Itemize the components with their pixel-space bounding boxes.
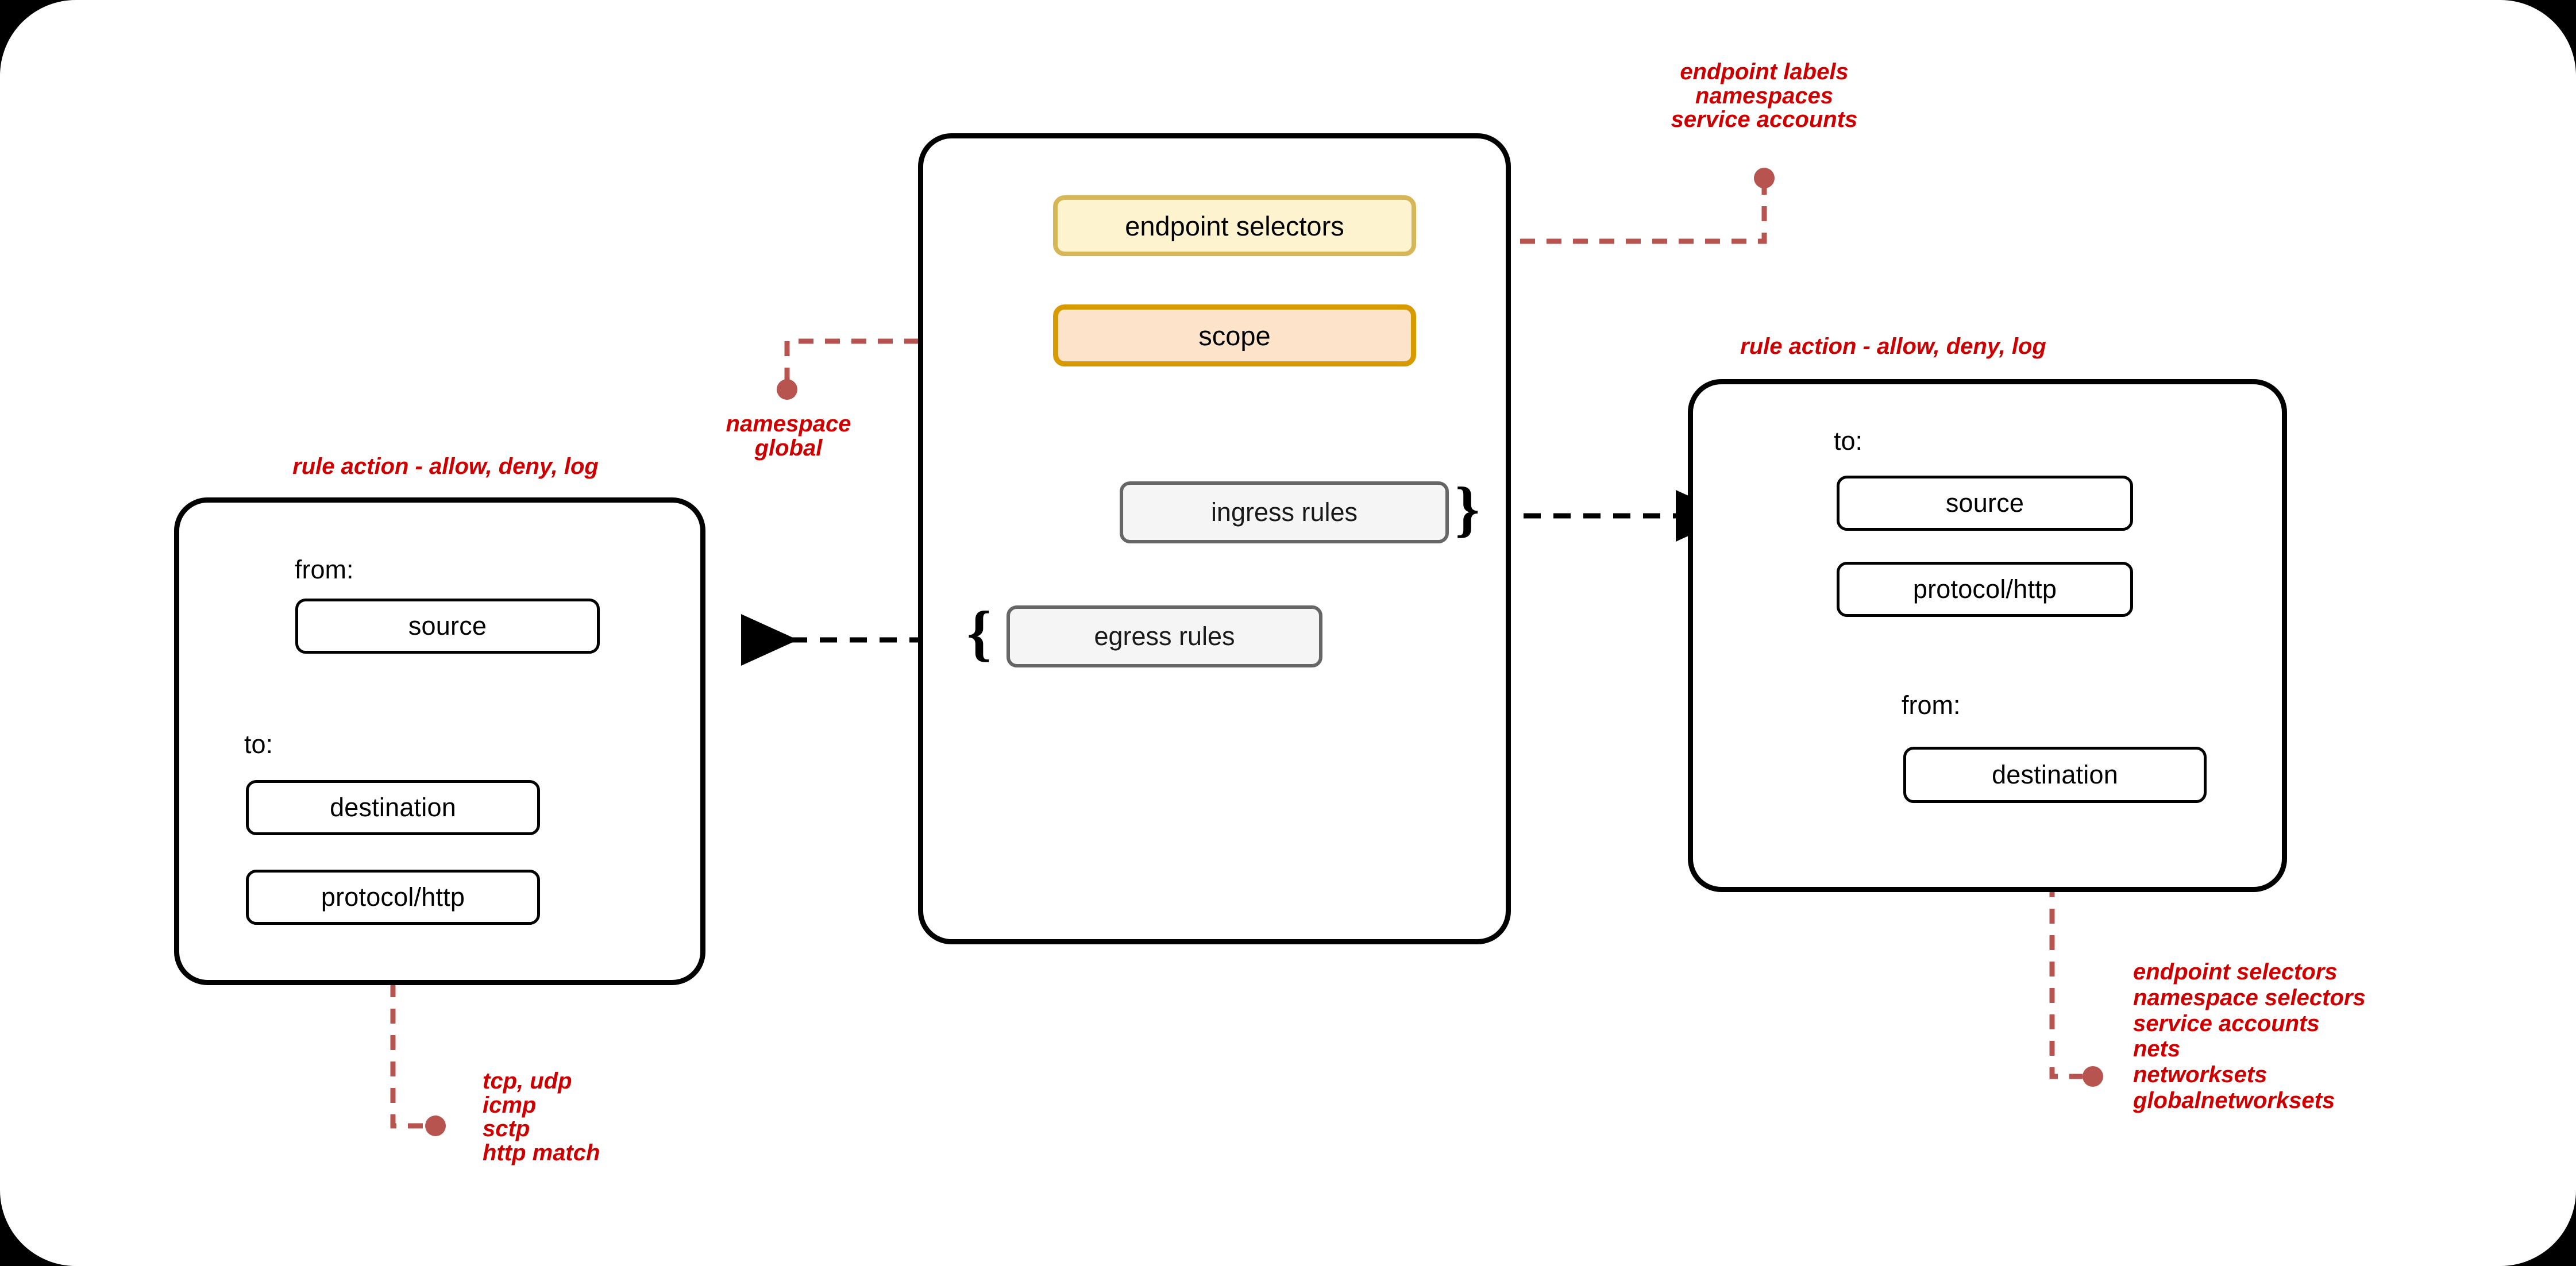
ingress-brace: }	[1455, 475, 1480, 543]
right-protocol-box[interactable]: protocol/http	[1837, 562, 2133, 617]
right-to-label: to:	[1834, 426, 1863, 456]
egress-rules-box[interactable]: egress rules	[1007, 605, 1322, 667]
annotation-line: nets	[2133, 1036, 2181, 1062]
endpoint-selectors-annotation: endpoint labels namespaces service accou…	[1589, 60, 1939, 132]
right-policy-container	[1688, 379, 2287, 892]
right-source-box[interactable]: source	[1837, 476, 2133, 531]
left-rule-action-note: rule action - allow, deny, log	[292, 454, 599, 479]
right-rule-action-note: rule action - allow, deny, log	[1740, 334, 2046, 359]
endpoint-selectors-label: endpoint selectors	[1125, 210, 1344, 241]
right-protocol-label: protocol/http	[1912, 574, 2057, 604]
right-destination-label: destination	[1992, 760, 2118, 789]
left-from-label: from:	[295, 555, 354, 584]
left-protocol-box[interactable]: protocol/http	[246, 870, 540, 925]
left-destination-label: destination	[330, 793, 456, 822]
scope-annotation: namespace global	[635, 412, 942, 460]
annotation-line: endpoint selectors	[2133, 959, 2338, 985]
scope-box[interactable]: scope	[1053, 304, 1416, 366]
protocol-annotation: tcp, udp icmp sctp http match	[483, 1068, 753, 1165]
annotation-line: tcp, udp	[483, 1068, 572, 1094]
scope-label: scope	[1198, 320, 1271, 351]
annotation-line: namespace	[726, 411, 851, 437]
annotation-line: sctp	[483, 1116, 530, 1142]
left-to-label: to:	[244, 730, 273, 759]
annotation-line: service accounts	[2133, 1010, 2320, 1036]
right-source-label: source	[1945, 488, 2024, 518]
ingress-rules-label: ingress rules	[1210, 497, 1358, 527]
left-source-box[interactable]: source	[295, 599, 600, 654]
egress-rules-label: egress rules	[1094, 622, 1235, 651]
annotation-line: namespace selectors	[2133, 985, 2366, 1010]
ingress-rules-box[interactable]: ingress rules	[1120, 481, 1449, 543]
annotation-line: namespaces	[1695, 83, 1834, 109]
right-destination-box[interactable]: destination	[1903, 747, 2207, 803]
annotation-line: http match	[483, 1140, 600, 1165]
annotation-line: service accounts	[1671, 107, 1858, 133]
egress-brace: {	[967, 599, 992, 667]
destination-annotation: endpoint selectors namespace selectors s…	[2133, 959, 2529, 1114]
left-destination-box[interactable]: destination	[246, 780, 540, 835]
right-from-label: from:	[1902, 690, 1961, 720]
left-protocol-label: protocol/http	[321, 882, 465, 912]
endpoint-selectors-box[interactable]: endpoint selectors	[1053, 195, 1416, 256]
annotation-line: icmp	[483, 1092, 537, 1118]
annotation-line: networksets	[2133, 1062, 2268, 1088]
annotation-line: globalnetworksets	[2133, 1087, 2335, 1113]
annotation-line: global	[754, 435, 823, 461]
annotation-line: endpoint labels	[1680, 59, 1849, 84]
left-source-label: source	[408, 611, 487, 640]
